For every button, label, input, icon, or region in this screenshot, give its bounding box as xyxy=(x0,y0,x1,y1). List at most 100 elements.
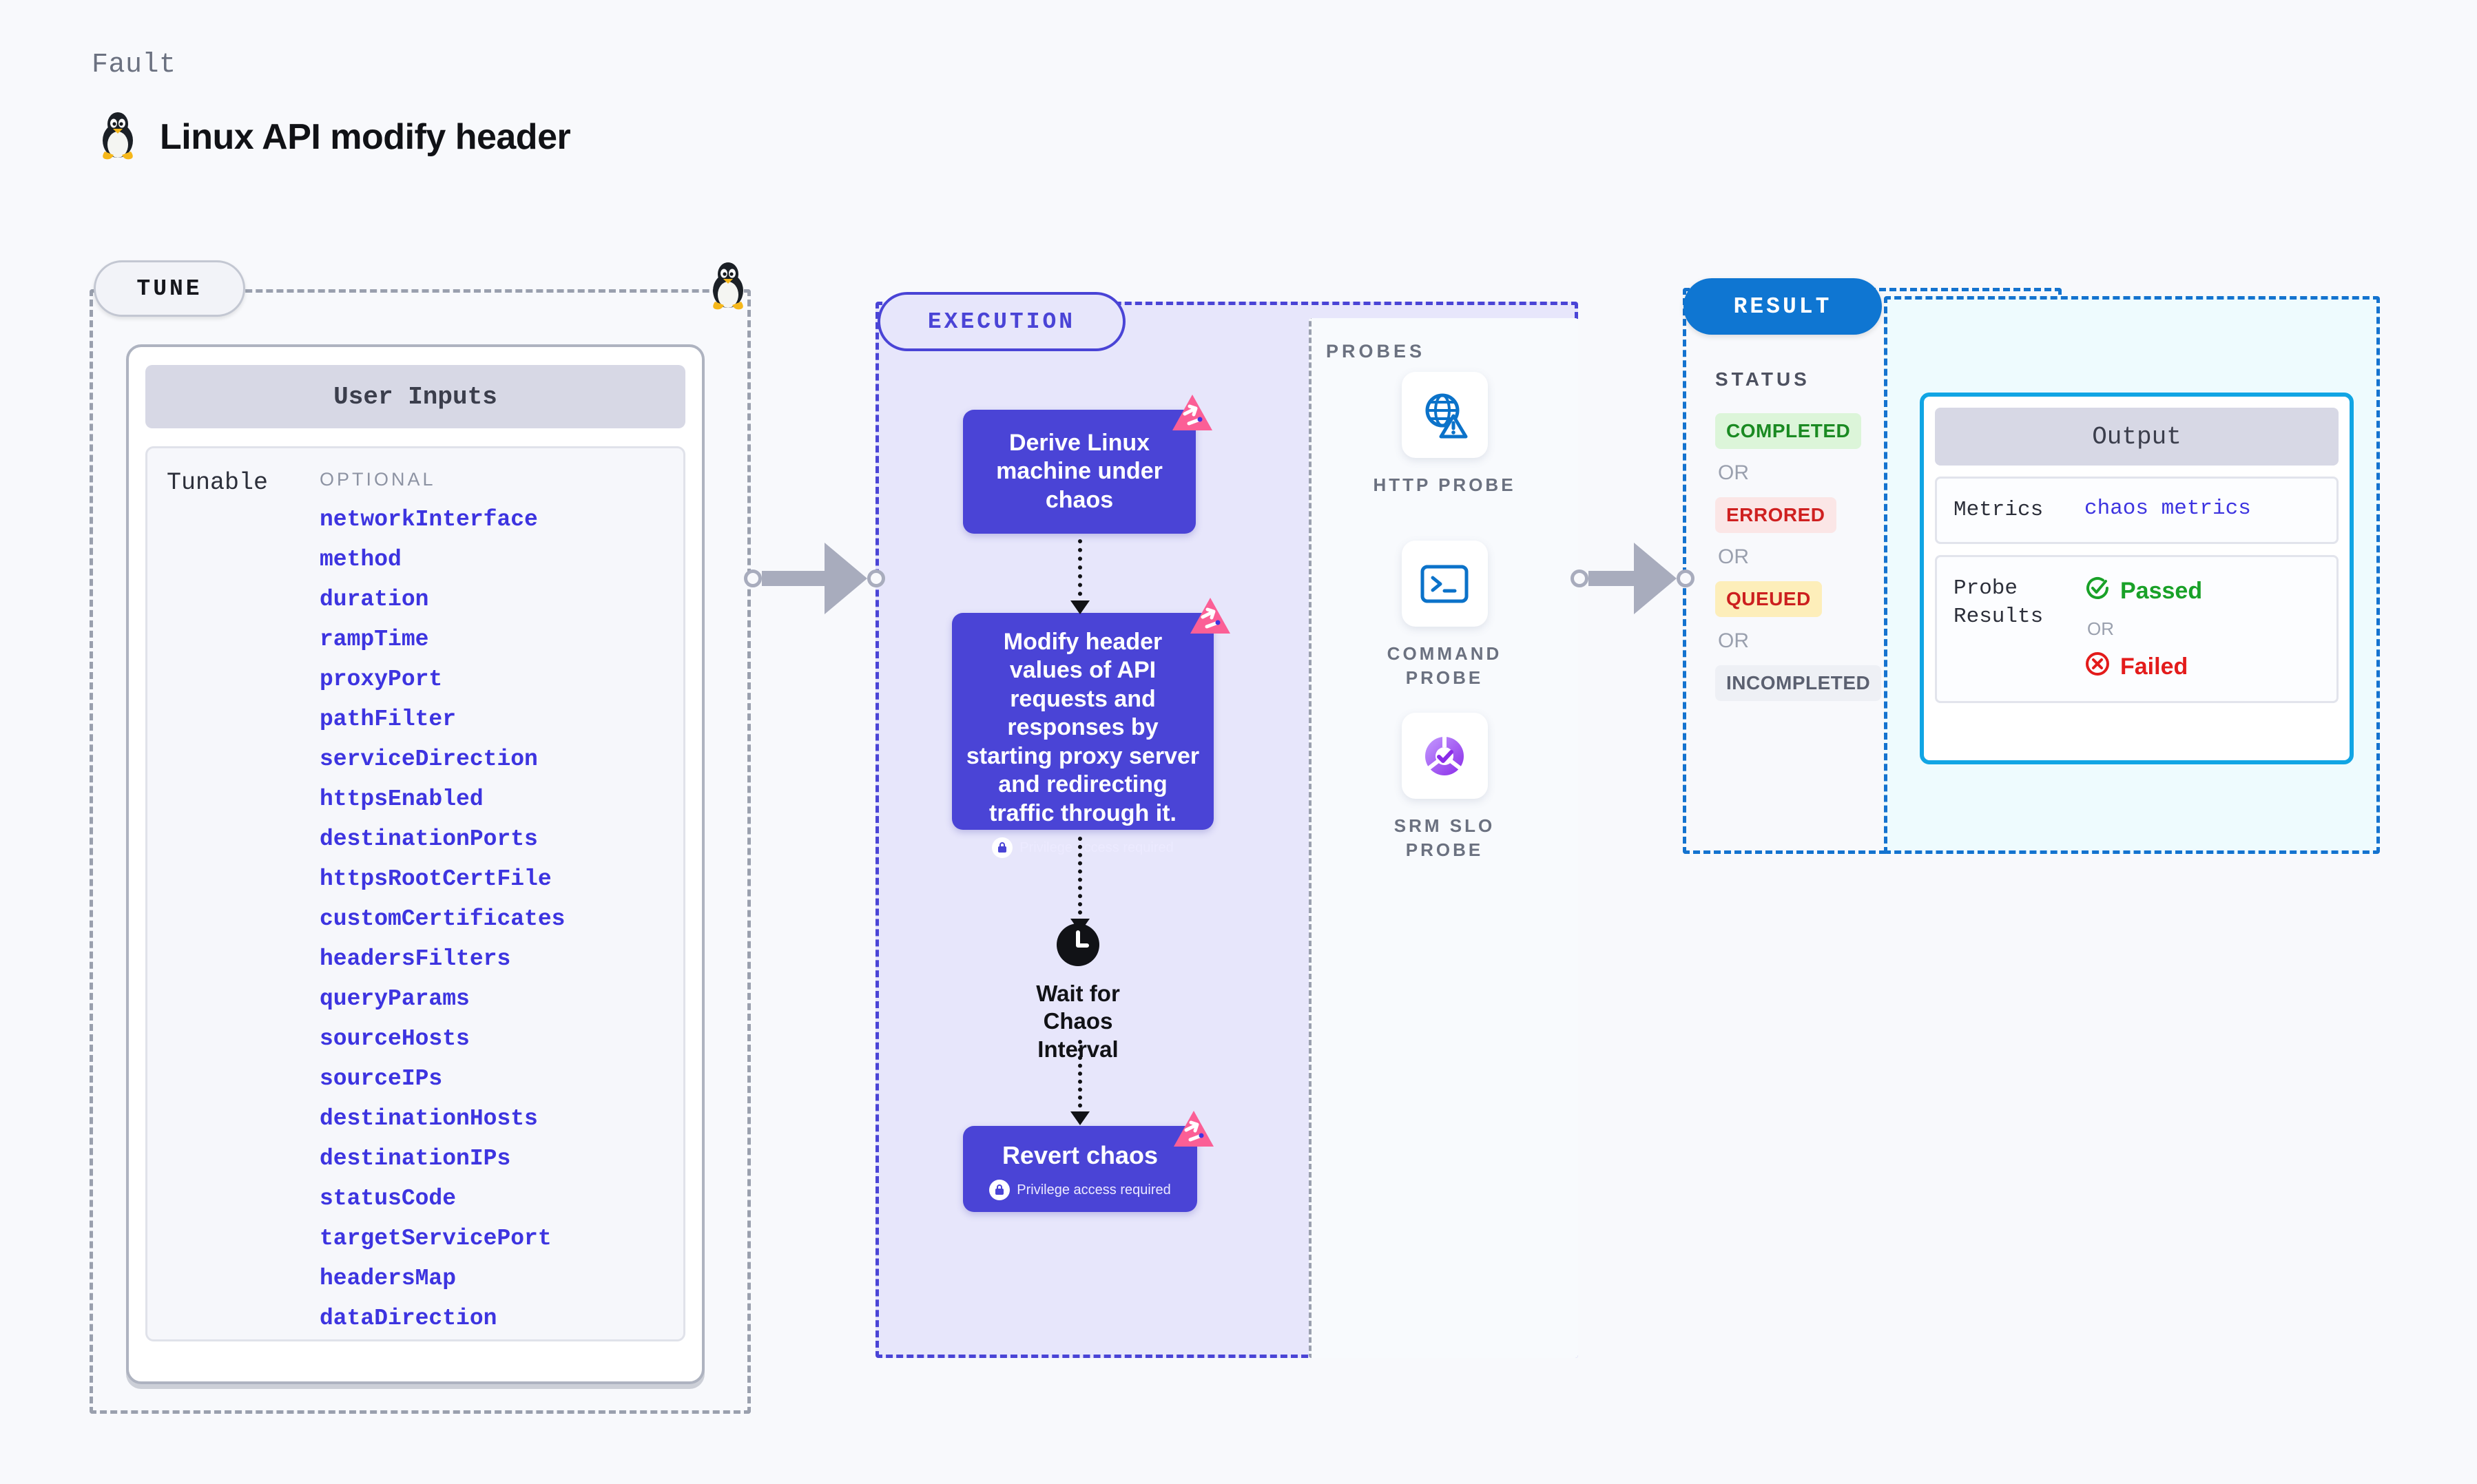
param-item[interactable]: headersFilters xyxy=(320,946,511,972)
execution-step-modify-header[interactable]: Modify header values of API requests and… xyxy=(952,598,1230,859)
passed-label: Passed xyxy=(2120,578,2203,605)
probe-command[interactable]: COMMAND PROBE xyxy=(1372,541,1517,690)
param-item[interactable]: queryParams xyxy=(320,986,470,1012)
output-metrics-row: Metrics chaos metrics xyxy=(1935,477,2339,545)
param-item[interactable]: duration xyxy=(320,587,429,612)
param-item[interactable]: destinationIPs xyxy=(320,1146,511,1171)
connector-arrowhead xyxy=(825,543,867,614)
probe-results-values: Passed OR Failed xyxy=(2084,575,2202,683)
privilege-notice: Privilege access required xyxy=(992,837,1174,859)
clock-icon xyxy=(1030,923,1126,970)
flow-arrow xyxy=(1070,837,1090,932)
probe-label: SRM SLO PROBE xyxy=(1393,815,1495,861)
param-item[interactable]: dataDirection xyxy=(320,1306,497,1331)
tunable-column: Tunable xyxy=(147,469,320,1339)
connector-bar xyxy=(762,571,826,586)
metrics-value[interactable]: chaos metrics xyxy=(2084,497,2251,521)
param-item[interactable]: serviceDirection xyxy=(320,746,538,772)
status-badge-errored: ERRORED xyxy=(1715,497,1836,533)
output-card: Output Metrics chaos metrics Probe Resul… xyxy=(1920,393,2354,764)
execution-step-derive-machine[interactable]: Derive Linux machine under chaos xyxy=(963,395,1212,534)
output-header: Output xyxy=(1935,408,2339,466)
step-label: Revert chaos xyxy=(1002,1141,1159,1169)
flow-arrow xyxy=(1070,1040,1090,1125)
connector-start-dot xyxy=(1571,569,1588,587)
execution-step-revert-chaos[interactable]: Revert chaos Privilege access required xyxy=(963,1111,1214,1212)
failed-label: Failed xyxy=(2120,654,2188,680)
result-pill[interactable]: RESULT xyxy=(1683,278,1882,335)
wait-for-chaos-interval: Wait for Chaos Interval xyxy=(1030,923,1126,1063)
status-list: COMPLETED OR ERRORED OR QUEUED OR INCOMP… xyxy=(1715,413,1915,701)
tune-card: User Inputs Tunable OPTIONAL networkInte… xyxy=(126,344,705,1384)
user-inputs-body: Tunable OPTIONAL networkInterface method… xyxy=(145,446,685,1341)
param-item[interactable]: httpsRootCertFile xyxy=(320,866,552,892)
probe-label: HTTP PROBE xyxy=(1373,474,1516,495)
lock-icon xyxy=(989,1180,1011,1200)
tunable-label: Tunable xyxy=(167,469,269,497)
status-badge-incompleted: INCOMPLETED xyxy=(1715,665,1882,701)
check-circle-icon xyxy=(2084,575,2111,607)
connector-end-dot xyxy=(867,569,885,587)
lock-icon xyxy=(992,837,1013,859)
connector-arrowhead xyxy=(1634,543,1677,614)
or-separator: OR xyxy=(1718,629,1749,652)
step-label: Derive Linux machine under chaos xyxy=(996,429,1163,513)
connector-bar xyxy=(1588,571,1635,586)
connector-end-dot xyxy=(1677,569,1694,587)
param-item[interactable]: destinationPorts xyxy=(320,826,538,852)
optional-label: OPTIONAL xyxy=(320,469,436,490)
probe-result-passed: Passed xyxy=(2084,575,2202,607)
param-item[interactable]: networkInterface xyxy=(320,507,538,532)
or-separator: OR xyxy=(1718,545,1749,568)
probes-label: PROBES xyxy=(1326,341,1426,362)
probe-result-failed: Failed xyxy=(2084,651,2202,683)
flow-arrow xyxy=(1070,539,1090,614)
status-label: STATUS xyxy=(1715,368,1810,390)
param-item[interactable]: customCertificates xyxy=(320,906,566,932)
srm-slo-donut-icon xyxy=(1401,713,1488,799)
globe-warning-icon xyxy=(1401,372,1488,458)
page-title-row: Linux API modify header xyxy=(96,110,571,163)
param-item[interactable]: headersMap xyxy=(320,1266,457,1291)
page-title: Linux API modify header xyxy=(160,116,571,157)
chaos-corner-badge-icon xyxy=(1189,596,1232,636)
user-inputs-header: User Inputs xyxy=(145,365,685,428)
execution-pill[interactable]: EXECUTION xyxy=(878,292,1126,351)
output-probe-results-row: Probe Results Passed OR xyxy=(1935,555,2339,704)
chaos-corner-badge-icon xyxy=(1171,393,1214,433)
probe-srm-slo[interactable]: SRM SLO PROBE xyxy=(1372,713,1517,862)
page-eyebrow: Fault xyxy=(92,50,176,81)
param-item[interactable]: sourceHosts xyxy=(320,1026,470,1052)
param-item[interactable]: proxyPort xyxy=(320,667,443,692)
connector-start-dot xyxy=(744,569,762,587)
param-item[interactable]: rampTime xyxy=(320,627,429,652)
param-item[interactable]: destinationHosts xyxy=(320,1106,538,1131)
execution-to-result-connector xyxy=(1571,541,1694,616)
terminal-icon xyxy=(1401,541,1488,627)
metrics-key: Metrics xyxy=(1953,498,2044,522)
tune-section-frame xyxy=(90,289,751,1414)
param-item[interactable]: statusCode xyxy=(320,1186,457,1211)
probes-section-frame xyxy=(1309,318,1578,1358)
probe-label: COMMAND PROBE xyxy=(1387,643,1502,689)
status-badge-completed: COMPLETED xyxy=(1715,413,1862,449)
tune-to-execution-connector xyxy=(744,541,885,616)
param-item[interactable]: sourceIPs xyxy=(320,1066,443,1091)
linux-tux-corner-icon xyxy=(707,260,749,313)
step-label: Modify header values of API requests and… xyxy=(966,629,1200,826)
param-item[interactable]: pathFilter xyxy=(320,707,457,732)
status-badge-queued: QUEUED xyxy=(1715,581,1822,617)
param-item[interactable]: targetServicePort xyxy=(320,1226,552,1251)
privilege-label: Privilege access required xyxy=(1017,1182,1171,1198)
probe-http[interactable]: HTTP PROBE xyxy=(1372,372,1517,497)
param-item[interactable]: method xyxy=(320,547,402,572)
param-item[interactable]: httpsEnabled xyxy=(320,786,484,812)
or-separator: OR xyxy=(1718,461,1749,484)
privilege-notice: Privilege access required xyxy=(989,1180,1171,1200)
linux-tux-icon xyxy=(96,110,139,163)
privilege-label: Privilege access required xyxy=(1019,840,1174,856)
chaos-corner-badge-icon xyxy=(1172,1109,1215,1149)
tune-pill[interactable]: TUNE xyxy=(94,260,245,317)
wait-label: Wait for Chaos Interval xyxy=(1036,981,1120,1062)
